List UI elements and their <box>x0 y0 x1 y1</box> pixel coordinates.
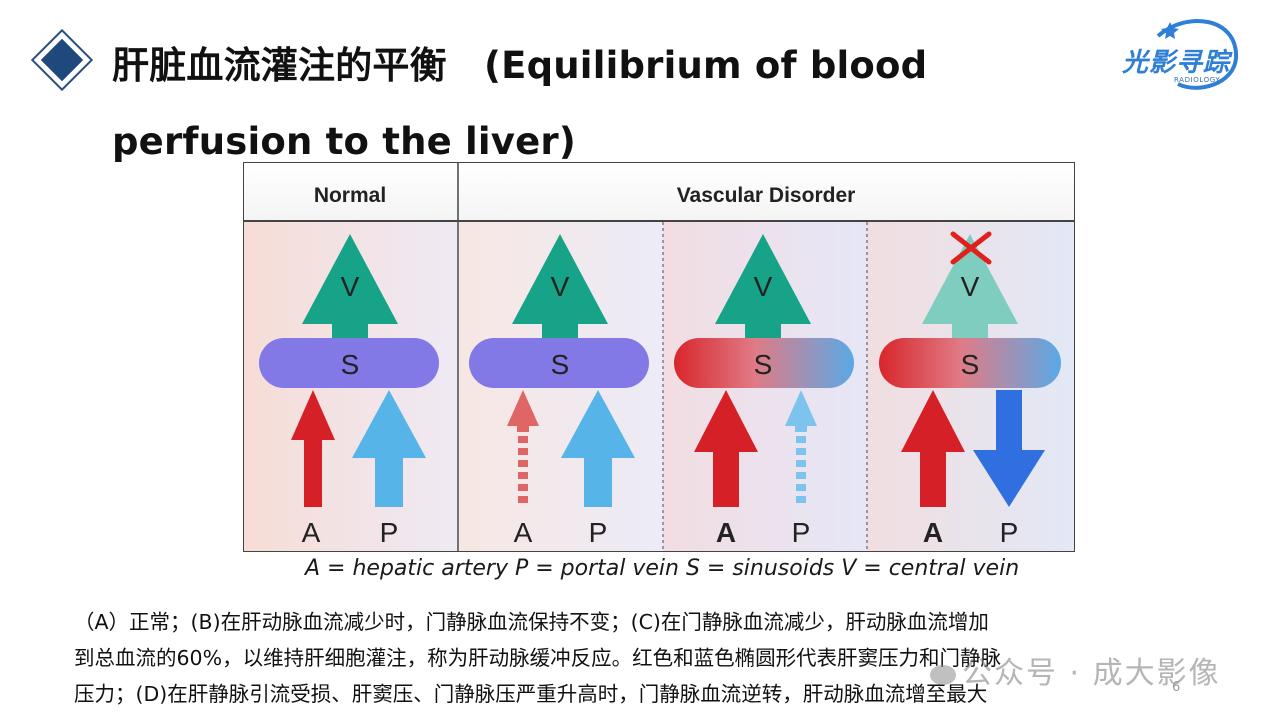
reduced-portal-dashes <box>796 436 806 503</box>
impaired-central-vein-arrow <box>922 234 1018 338</box>
sinusoid-pill-pressure <box>674 338 854 388</box>
description-line-2: 到总血流的60%，以维持肝细胞灌注，称为肝动脉缓冲反应。红色和蓝色椭圆形代表肝窦… <box>74 646 1002 670</box>
maximal-artery-arrow <box>901 390 965 507</box>
title-bullet-diamond <box>30 28 94 92</box>
label-a: A <box>514 517 533 548</box>
label-s: S <box>961 349 980 380</box>
label-a: A <box>716 517 736 548</box>
header-vascular-disorder: Vascular Disorder <box>677 184 856 207</box>
watermark: 公众号 · 成大影像 <box>930 648 1221 692</box>
description-line-3: 压力；(D)在肝静脉引流受损、肝窦压、门静脉压严重升高时，门静脉血流逆转，肝动脉… <box>74 682 988 706</box>
cross-mark-icon <box>950 231 992 265</box>
increased-artery-arrow <box>694 390 758 507</box>
wechat-icon <box>930 664 956 685</box>
page-number: 6 <box>1172 680 1181 695</box>
portal-vein-arrow <box>561 390 635 507</box>
panel-a: V S A P <box>259 234 439 548</box>
reversed-portal-arrow <box>973 390 1045 507</box>
label-s: S <box>551 349 570 380</box>
logo-text: 光影寻踪 <box>1122 48 1231 78</box>
logo-subtext: RADIOLOGY <box>1174 76 1221 84</box>
watermark-text: 公众号 · 成大影像 <box>962 656 1221 691</box>
description-line-1: （A）正常；(B)在肝动脉血流减少时，门静脉血流保持不变；(C)在门静脉血流减少… <box>74 610 989 634</box>
sinusoid-pill-pressure <box>879 338 1061 388</box>
label-s: S <box>754 349 773 380</box>
label-v: V <box>754 271 773 302</box>
label-a: A <box>302 517 321 548</box>
central-vein-arrow <box>715 234 811 338</box>
panel-c: V S A P <box>674 234 854 548</box>
label-p: P <box>1000 517 1019 548</box>
central-vein-arrow <box>512 234 608 338</box>
logo-star-icon <box>1161 22 1179 39</box>
label-s: S <box>341 349 360 380</box>
sinusoid-pill <box>469 338 649 388</box>
label-p: P <box>380 517 399 548</box>
label-v: V <box>551 271 570 302</box>
label-a: A <box>923 517 943 548</box>
sinusoid-pill <box>259 338 439 388</box>
liver-perfusion-figure: Normal Vascular Disorder V S A P V S A P… <box>243 162 1075 552</box>
description-text: （A）正常；(B)在肝动脉血流减少时，门静脉血流保持不变；(C)在门静脉血流减少… <box>74 604 1194 712</box>
panel-b: V S A P <box>469 234 649 548</box>
logo: 光影寻踪 RADIOLOGY <box>1118 14 1248 94</box>
reduced-artery-dashes <box>518 436 528 503</box>
label-v: V <box>341 271 360 302</box>
logo-swoosh-icon <box>1156 19 1239 90</box>
title-bullet-diamond-inner <box>40 38 84 82</box>
label-p: P <box>792 517 811 548</box>
reduced-artery-arrow-head <box>507 390 539 432</box>
label-v: V <box>961 271 980 302</box>
figure-caption: A = hepatic artery P = portal vein S = s… <box>305 556 1020 581</box>
hepatic-artery-arrow <box>291 390 335 507</box>
panel-d: V S A P <box>879 231 1061 548</box>
central-vein-arrow <box>302 234 398 338</box>
header-normal: Normal <box>314 184 386 207</box>
label-p: P <box>589 517 608 548</box>
slide-title: 肝脏血流灌注的平衡 (Equilibrium of blood perfusio… <box>112 44 928 163</box>
figure-header-band <box>244 163 1074 221</box>
reduced-portal-arrow-head <box>785 390 817 432</box>
portal-vein-arrow <box>352 390 426 507</box>
